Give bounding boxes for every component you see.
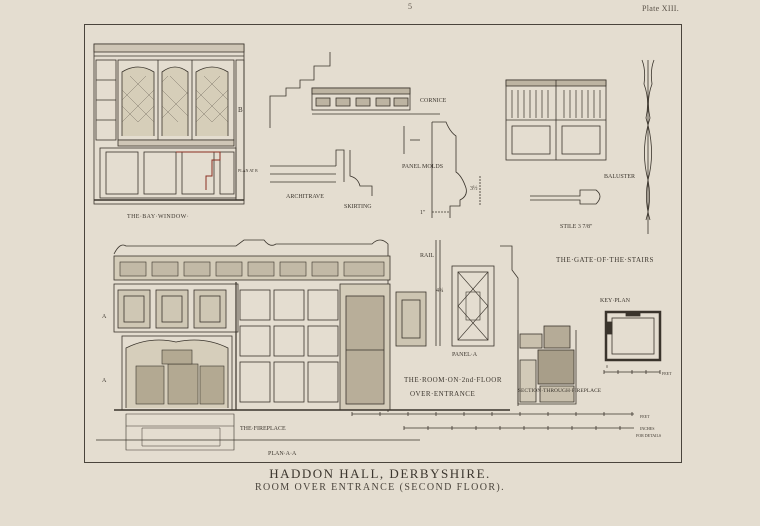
bay-window-label: THE·BAY·WINDOW· bbox=[127, 214, 189, 220]
mark-a-lower: A bbox=[102, 378, 107, 384]
dim-three-half: 3½ bbox=[470, 185, 478, 192]
bay-plan-label: PLAN AT B bbox=[238, 168, 258, 173]
rail-section bbox=[431, 121, 481, 218]
scale-feet: FEET bbox=[640, 414, 650, 419]
plate-title: HADDON HALL, DERBYSHIRE. bbox=[269, 466, 491, 481]
stile-section bbox=[530, 189, 601, 205]
skirting-label: SKIRTING bbox=[344, 204, 372, 210]
mark-a-upper: A bbox=[102, 314, 107, 320]
scale-bar bbox=[351, 412, 634, 430]
panel-molds-label: PANEL MOLDS bbox=[402, 164, 443, 170]
drawing-frame bbox=[84, 24, 682, 463]
cornice-section bbox=[269, 52, 440, 128]
skirting-section bbox=[349, 150, 373, 196]
fireplace-label: THE·FIREPLACE bbox=[240, 426, 286, 432]
key-plan-label: KEY·PLAN bbox=[600, 298, 631, 304]
architrave-section bbox=[270, 149, 345, 183]
panel-a bbox=[435, 240, 519, 406]
key-plan bbox=[603, 310, 662, 374]
cornice-label: CORNICE bbox=[420, 98, 447, 104]
room-label-line1: THE·ROOM·ON·2nd·FLOOR bbox=[404, 376, 502, 384]
dim-four: 4¾ bbox=[436, 287, 444, 294]
page-mark: 5 bbox=[408, 2, 412, 11]
baluster bbox=[641, 59, 655, 234]
section-fireplace-label: SECTION·THROUGH·FIREPLACE bbox=[518, 388, 602, 394]
key-scale-left: 0 bbox=[606, 364, 608, 369]
baluster-label: BALUSTER bbox=[604, 174, 635, 180]
panel-molds-section bbox=[403, 126, 420, 154]
room-elevation bbox=[96, 239, 510, 451]
dim-one: 1" bbox=[420, 210, 426, 216]
scale-inches: INCHES bbox=[640, 426, 654, 431]
key-scale-right: FEET bbox=[662, 371, 672, 376]
bay-window-elevation bbox=[93, 43, 245, 205]
gate-elevation bbox=[505, 79, 607, 161]
plan-aa-label: PLAN·A·A bbox=[268, 451, 297, 457]
bay-b-label: B bbox=[238, 106, 243, 114]
room-label-line2: OVER·ENTRANCE bbox=[410, 390, 475, 398]
plate-subtitle: ROOM OVER ENTRANCE (SECOND FLOOR). bbox=[254, 482, 506, 493]
fireplace-section bbox=[517, 325, 577, 405]
gate-label: THE·GATE·OF·THE·STAIRS bbox=[556, 256, 654, 264]
stile-label: STILE 3 7/8" bbox=[560, 224, 593, 230]
plate-number: Plate XIII. bbox=[642, 4, 680, 13]
panel-a-label: PANEL·A bbox=[452, 352, 478, 358]
scale-for-details: FOR DETAILS bbox=[636, 433, 661, 438]
architrave-label: ARCHITRAVE bbox=[286, 194, 324, 200]
rail-label: RAIL bbox=[420, 253, 434, 259]
